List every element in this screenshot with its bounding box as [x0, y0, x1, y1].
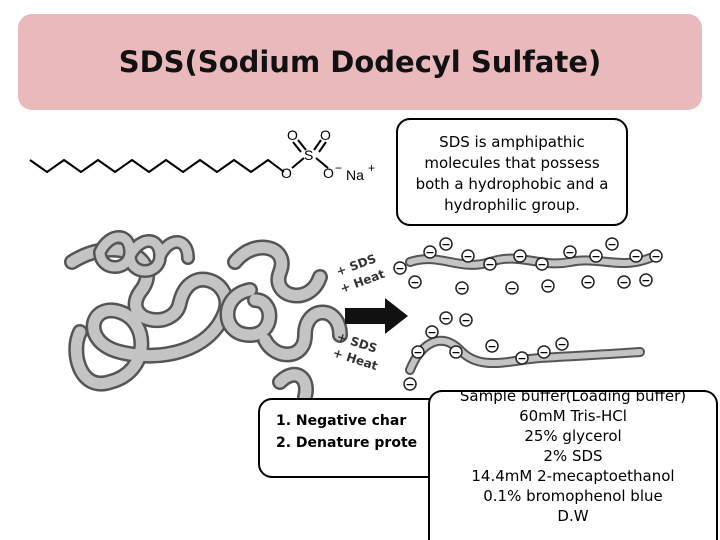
folded-protein-1 [64, 230, 235, 392]
buffer-item-tris: 60mM Tris-HCl [519, 407, 627, 425]
charge-marker: − [537, 345, 551, 359]
svg-text:−: − [441, 238, 450, 251]
charge-marker: − [449, 345, 463, 359]
svg-text:−: − [427, 326, 436, 339]
svg-text:−: − [641, 274, 650, 287]
charge-marker: − [629, 249, 643, 263]
charge-marker: − [455, 281, 469, 295]
svg-text:−: − [537, 258, 546, 271]
effect-negative-charge: 1. Negative char [276, 413, 407, 429]
title-banner: SDS(Sodium Dodecyl Sulfate) [18, 14, 702, 110]
negative-charges: − − − − − − − − − − − − − − − − − − − − … [393, 237, 663, 391]
charge-marker: − [461, 249, 475, 263]
svg-text:−: − [539, 346, 548, 359]
reaction-arrow [345, 298, 408, 334]
anion-oxygen-label: O [323, 165, 334, 181]
charge-marker: − [581, 275, 595, 289]
charge-marker: − [563, 245, 577, 259]
oxygen-label-2: O [320, 127, 331, 143]
charge-marker: − [535, 257, 549, 271]
svg-text:−: − [631, 250, 640, 263]
charge-marker: − [649, 249, 663, 263]
svg-text:−: − [457, 282, 466, 295]
denatured-chain-2 [405, 335, 645, 375]
sds-effects-callout: 1. Negative char 2. Denature prote [258, 398, 458, 478]
svg-text:−: − [591, 250, 600, 263]
svg-text:−: − [517, 352, 526, 365]
charge-marker: − [555, 337, 569, 351]
charge-marker: − [605, 237, 619, 251]
charge-marker: − [485, 339, 499, 353]
svg-text:−: − [405, 378, 414, 391]
alkyl-chain [29, 158, 285, 174]
svg-text:−: − [395, 262, 404, 275]
sample-buffer-callout: Sample buffer(Loading buffer) 60mM Tris-… [428, 390, 718, 540]
svg-text:−: − [487, 340, 496, 353]
buffer-item-mercaptoethanol: 14.4mM 2-mecaptoethanol [471, 467, 675, 485]
svg-text:−: − [441, 312, 450, 325]
charge-marker: − [639, 273, 653, 287]
charge-marker: − [589, 249, 603, 263]
charge-marker: − [617, 275, 631, 289]
charge-marker: − [515, 351, 529, 365]
svg-text:−: − [463, 250, 472, 263]
svg-text:−: − [451, 346, 460, 359]
svg-text:−: − [515, 250, 524, 263]
svg-text:−: − [583, 276, 592, 289]
denatured-chain-1 [405, 253, 655, 270]
svg-text:−: − [557, 338, 566, 351]
svg-text:−: − [565, 246, 574, 259]
sodium-label: Na [346, 167, 364, 183]
charge-marker: − [425, 325, 439, 339]
sodium-plus-label: + [368, 161, 375, 175]
svg-text:−: − [651, 250, 660, 263]
charge-marker: − [459, 313, 473, 327]
svg-text:−: − [507, 282, 516, 295]
oxygen-label-1: O [287, 127, 298, 143]
svg-text:−: − [607, 238, 616, 251]
svg-text:−: − [619, 276, 628, 289]
buffer-item-glycerol: 25% glycerol [524, 427, 622, 445]
charge-marker: − [439, 237, 453, 251]
charge-marker: − [423, 245, 437, 259]
charge-marker: − [411, 345, 425, 359]
charge-marker: − [541, 279, 555, 293]
svg-text:−: − [425, 246, 434, 259]
buffer-item-bromophenol: 0.1% bromophenol blue [483, 487, 663, 505]
effect-denature-protein: 2. Denature prote [276, 435, 418, 451]
charge-marker: − [483, 257, 497, 271]
svg-text:−: − [410, 276, 419, 289]
svg-text:−: − [413, 346, 422, 359]
amphipathic-callout: SDS is amphipathic molecules that posses… [396, 118, 628, 226]
svg-text:−: − [543, 280, 552, 293]
charge-marker: − [408, 275, 422, 289]
sample-buffer-title: Sample buffer(Loading buffer) [459, 390, 687, 405]
ester-oxygen-label: O [281, 165, 292, 181]
charge-marker: − [513, 249, 527, 263]
charge-marker: − [403, 377, 417, 391]
buffer-item-sds: 2% SDS [543, 447, 603, 465]
amphipathic-text: SDS is amphipathic molecules that posses… [415, 133, 609, 214]
folded-protein-2 [219, 239, 348, 405]
buffer-item-dw: D.W [557, 507, 589, 525]
charge-marker: − [439, 311, 453, 325]
svg-text:−: − [485, 258, 494, 271]
svg-text:−: − [461, 314, 470, 327]
charge-marker: − [393, 261, 407, 275]
charge-marker: − [505, 281, 519, 295]
anion-minus-label: − [335, 161, 342, 175]
page-title: SDS(Sodium Dodecyl Sulfate) [118, 45, 602, 79]
sulfur-label: S [304, 147, 313, 163]
